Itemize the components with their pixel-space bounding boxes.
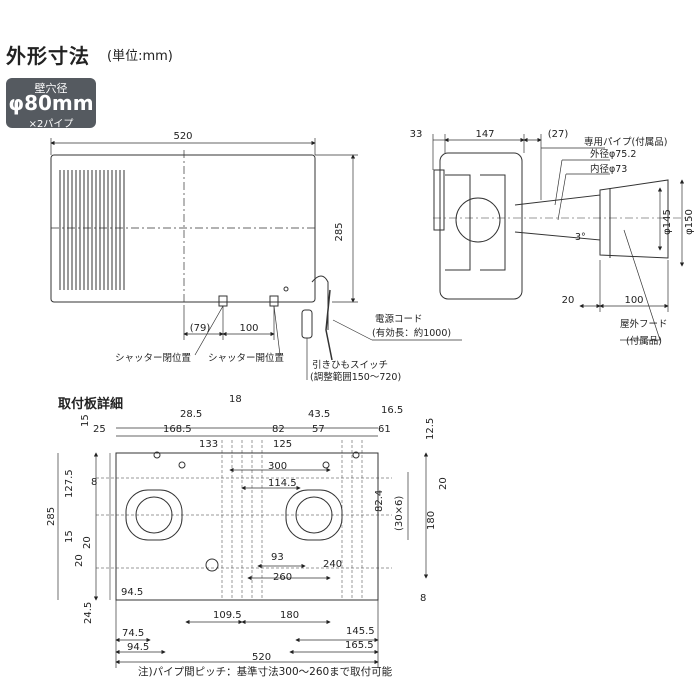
front-grille (59, 170, 125, 290)
label-outer: 外径φ75.2 (590, 148, 636, 160)
footnote: 注)パイプ間ピッチ：基準寸法300～260まで取付可能 (138, 666, 393, 678)
dim-plate-520: 520 (252, 652, 271, 663)
dim-plate-57: 57 (312, 424, 325, 435)
dim-plate-127-5: 127.5 (64, 469, 75, 498)
dim-plate-133: 133 (199, 439, 218, 450)
dim-plate-8a: 8 (91, 477, 97, 488)
side-inner-2 (480, 174, 506, 271)
dim-plate-15b: 15 (64, 530, 75, 543)
badge-line3: ×2パイプ (28, 119, 74, 130)
plate-section-title: 取付板詳細 (58, 397, 124, 412)
dim-plate-15: 15 (80, 414, 91, 427)
dim-520: 520 (173, 131, 192, 142)
dim-plate-24-5: 24.5 (83, 602, 94, 624)
dim-plate-114-5: 114.5 (268, 478, 297, 489)
dim-phi150: φ150 (684, 209, 695, 235)
dim-plate-20c: 20 (74, 554, 85, 567)
shutter-knob-right (269, 295, 279, 307)
dim-100: 100 (239, 323, 258, 334)
pull-handle (301, 309, 313, 339)
dim-plate-300: 300 (268, 461, 287, 472)
dim-147: 147 (475, 129, 494, 140)
label-shutter-open: シャッター開位置 (208, 352, 284, 364)
side-view (433, 152, 690, 300)
dim-plate-20b: 20 (82, 536, 93, 549)
dim-phi145: φ145 (662, 209, 673, 235)
label-pull-2: (調整範囲150～720) (310, 371, 401, 383)
label-hood-1: 屋外フード (620, 318, 668, 330)
front-view (50, 150, 333, 361)
dim-plate-260: 260 (273, 572, 292, 583)
badge-line1: 壁穴径 (34, 82, 68, 95)
label-pipe: 専用パイプ(付属品) (584, 136, 667, 148)
dim-plate-28-5: 28.5 (180, 409, 202, 420)
wall-hole-badge: 壁穴径 φ80mm ×2パイプ (6, 78, 96, 130)
dim-100-side: 100 (624, 295, 643, 306)
dim-20: 20 (562, 295, 575, 306)
dim-79: (79) (190, 323, 211, 334)
plate-outline (115, 452, 379, 601)
side-unit-outline (439, 152, 523, 300)
dim-27: (27) (548, 129, 569, 140)
label-hood-2: (付属品) (626, 336, 662, 347)
dim-plate-168-5: 168.5 (163, 424, 192, 435)
fan-housing (455, 197, 501, 243)
side-inner-1 (445, 174, 471, 271)
dim-plate-180h: 180 (280, 610, 299, 621)
dim-plate-30x6: (30×6) (394, 496, 405, 531)
shutter-knob-left (218, 295, 228, 307)
plate-dimension-labels: 18 28.5 43.5 16.5 15 25 168.5 82 57 61 1… (46, 394, 449, 663)
page-title: 外形寸法 (6, 44, 90, 68)
front-unit-outline (50, 154, 316, 303)
dim-plate-240: 240 (323, 559, 342, 570)
power-cord (325, 289, 333, 361)
dim-33: 33 (410, 129, 423, 140)
label-shutter-closed: シャッター閉位置 (115, 352, 191, 364)
pull-string (311, 275, 329, 330)
dim-plate-125: 125 (273, 439, 292, 450)
dim-plate-43-5: 43.5 (308, 409, 330, 420)
dim-plate-93: 93 (271, 552, 284, 563)
dim-plate-82: 82 (272, 424, 285, 435)
pipe (514, 194, 601, 241)
dim-plate-25: 25 (93, 424, 106, 435)
indicator-dot (283, 286, 289, 292)
dim-plate-180v: 180 (426, 511, 437, 530)
dim-plate-94-5: 94.5 (121, 587, 143, 598)
label-inner: 内径φ73 (590, 163, 627, 175)
label-cord-2: (有効長：約1000) (372, 327, 451, 339)
dim-plate-61: 61 (378, 424, 391, 435)
plate-center-hole (205, 558, 219, 572)
dim-plate-145-5: 145.5 (346, 626, 375, 637)
dim-plate-94-5b: 94.5 (127, 642, 149, 653)
dim-plate-82-4: 82.4 (374, 490, 385, 512)
outdoor-hood (599, 179, 669, 259)
label-cord-1: 電源コード (375, 314, 423, 325)
unit-label: (単位:mm) (107, 49, 173, 64)
dim-plate-285: 285 (46, 507, 57, 526)
dim-angle: 3° (575, 232, 586, 243)
dim-plate-18: 18 (229, 394, 242, 405)
dim-plate-20a: 20 (438, 477, 449, 490)
dim-plate-109-5: 109.5 (213, 610, 242, 621)
mounting-plate (96, 440, 392, 601)
label-pull-1: 引きひもスイッチ (312, 360, 388, 371)
side-front-panel (433, 169, 445, 231)
badge-line2: φ80mm (8, 91, 94, 115)
dim-plate-8b: 8 (420, 593, 426, 604)
dim-plate-16-5: 16.5 (381, 405, 403, 416)
dim-plate-74-5: 74.5 (122, 628, 144, 639)
dim-plate-12-5: 12.5 (425, 418, 436, 440)
dim-285: 285 (334, 222, 345, 241)
dim-plate-165-5: 165.5 (345, 640, 374, 651)
